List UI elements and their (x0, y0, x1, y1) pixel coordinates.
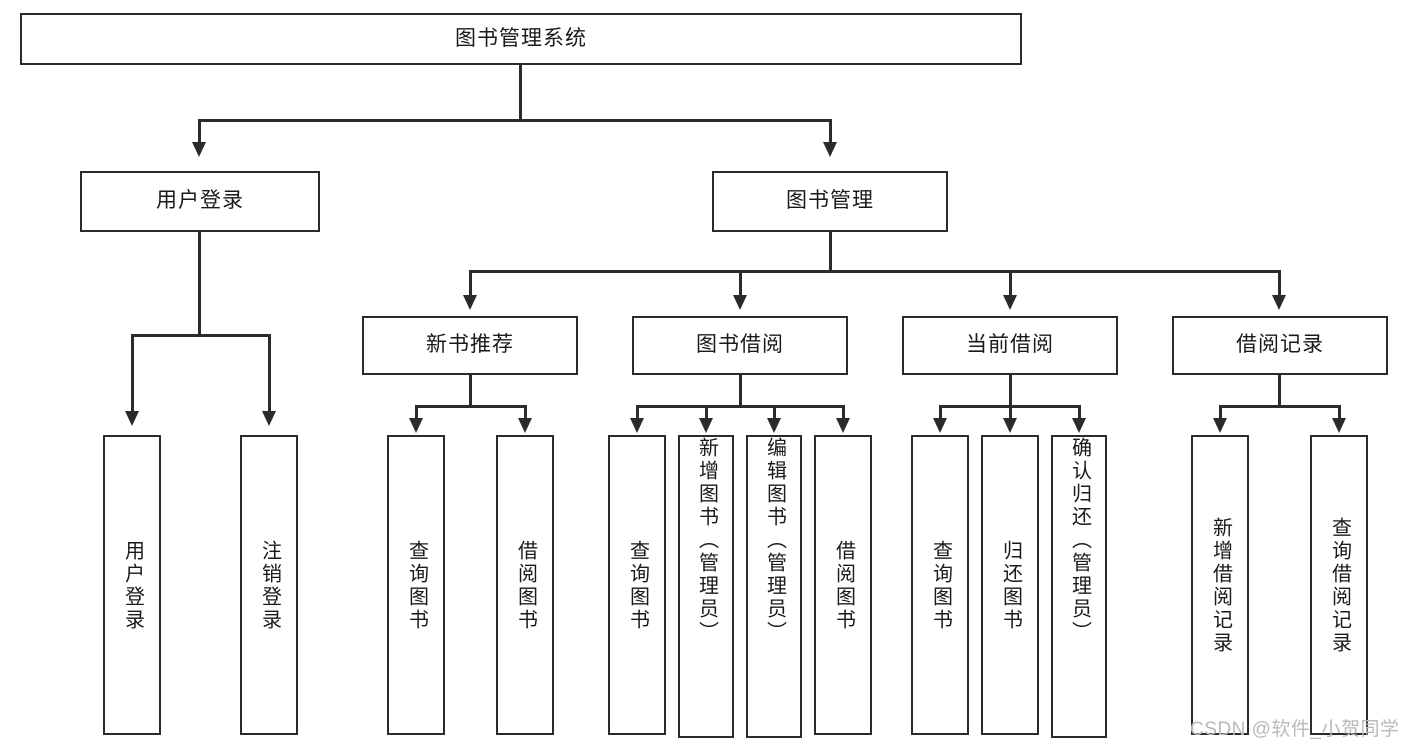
node-current-borrow[interactable]: 当前借阅 (902, 316, 1118, 375)
node-book-borrow[interactable]: 图书借阅 (632, 316, 848, 375)
arrowhead-to-leaf-edit-book (767, 418, 781, 433)
arrowhead-to-leaf-add-record (1213, 418, 1227, 433)
node-leaf-return-book[interactable]: 归还图书 (981, 435, 1039, 735)
connector-user-login-drop-2 (268, 334, 271, 413)
connector-borrow-record-stem (1278, 375, 1281, 407)
connector-current-borrow-drop-1 (939, 405, 942, 420)
node-book-borrow-label: 图书借阅 (696, 333, 784, 357)
arrowhead-to-leaf-add-book (699, 418, 713, 433)
node-leaf-query-book-2-label: 查询图书 (626, 540, 649, 632)
node-leaf-confirm-return[interactable]: 确认归还（管理员） (1051, 435, 1107, 738)
connector-root-bus (198, 119, 832, 122)
connector-borrow-record-bus (1219, 405, 1341, 408)
connector-book-borrow-bus (636, 405, 845, 408)
arrowhead-to-leaf-confirm-return (1072, 418, 1086, 433)
connector-new-book-bus (415, 405, 527, 408)
node-current-borrow-label: 当前借阅 (966, 333, 1054, 357)
connector-new-book-drop-2 (524, 405, 527, 420)
connector-book-manage-bus (469, 270, 1280, 273)
arrowhead-to-book-borrow (733, 295, 747, 310)
node-book-manage-label: 图书管理 (786, 189, 874, 213)
connector-user-login-drop-1 (131, 334, 134, 413)
node-leaf-query-book-2[interactable]: 查询图书 (608, 435, 666, 735)
connector-user-login-stem (198, 232, 201, 336)
node-leaf-add-record[interactable]: 新增借阅记录 (1191, 435, 1249, 735)
node-leaf-user-logout-label: 注销登录 (258, 540, 281, 632)
connector-root-drop-right (829, 119, 832, 144)
node-user-login-label: 用户登录 (156, 189, 244, 213)
connector-book-borrow-drop-1 (636, 405, 639, 420)
node-leaf-confirm-return-label: 确认归还（管理员） (1068, 437, 1091, 644)
arrowhead-to-book-manage (823, 142, 837, 157)
node-leaf-query-book-3-label: 查询图书 (929, 540, 952, 632)
arrowhead-to-leaf-query-book-1 (409, 418, 423, 433)
connector-current-borrow-drop-3 (1078, 405, 1081, 420)
connector-book-borrow-drop-4 (842, 405, 845, 420)
node-leaf-query-book-3[interactable]: 查询图书 (911, 435, 969, 735)
connector-book-borrow-stem (739, 375, 742, 407)
connector-book-manage-stem (829, 232, 832, 272)
connector-current-borrow-stem (1009, 375, 1012, 407)
connector-root-drop-left (198, 119, 201, 144)
arrowhead-to-new-book-recommend (463, 295, 477, 310)
node-leaf-add-record-label: 新增借阅记录 (1209, 517, 1232, 655)
arrowhead-to-leaf-user-login (125, 411, 139, 426)
node-new-book-recommend-label: 新书推荐 (426, 333, 514, 357)
arrowhead-to-leaf-user-logout (262, 411, 276, 426)
connector-new-book-stem (469, 375, 472, 407)
arrowhead-to-leaf-query-book-3 (933, 418, 947, 433)
arrowhead-to-leaf-borrow-book-1 (518, 418, 532, 433)
node-leaf-edit-book-label: 编辑图书（管理员） (763, 437, 786, 644)
node-leaf-borrow-book-2-label: 借阅图书 (832, 540, 855, 632)
node-new-book-recommend[interactable]: 新书推荐 (362, 316, 578, 375)
connector-new-book-drop-1 (415, 405, 418, 420)
node-borrow-record[interactable]: 借阅记录 (1172, 316, 1388, 375)
connector-book-borrow-drop-3 (773, 405, 776, 420)
node-leaf-borrow-book-1-label: 借阅图书 (514, 540, 537, 632)
arrowhead-to-user-login (192, 142, 206, 157)
connector-book-manage-drop-3 (1009, 270, 1012, 297)
connector-current-borrow-drop-2 (1009, 405, 1012, 420)
arrowhead-to-leaf-query-record (1332, 418, 1346, 433)
node-leaf-user-login-label: 用户登录 (121, 540, 144, 632)
arrowhead-to-leaf-borrow-book-2 (836, 418, 850, 433)
connector-borrow-record-drop-2 (1338, 405, 1341, 420)
node-root[interactable]: 图书管理系统 (20, 13, 1022, 65)
node-leaf-add-book[interactable]: 新增图书（管理员） (678, 435, 734, 738)
node-leaf-query-record[interactable]: 查询借阅记录 (1310, 435, 1368, 735)
node-leaf-user-login[interactable]: 用户登录 (103, 435, 161, 735)
node-leaf-add-book-label: 新增图书（管理员） (695, 437, 718, 644)
node-leaf-edit-book[interactable]: 编辑图书（管理员） (746, 435, 802, 738)
node-leaf-user-logout[interactable]: 注销登录 (240, 435, 298, 735)
node-leaf-query-record-label: 查询借阅记录 (1328, 517, 1351, 655)
connector-book-manage-drop-2 (739, 270, 742, 297)
arrowhead-to-borrow-record (1272, 295, 1286, 310)
node-leaf-query-book-1-label: 查询图书 (405, 540, 428, 632)
node-leaf-query-book-1[interactable]: 查询图书 (387, 435, 445, 735)
node-root-label: 图书管理系统 (455, 26, 587, 50)
arrowhead-to-leaf-query-book-2 (630, 418, 644, 433)
connector-book-borrow-drop-2 (705, 405, 708, 420)
connector-book-manage-drop-4 (1278, 270, 1281, 297)
connector-borrow-record-drop-1 (1219, 405, 1222, 420)
connector-root-stem (519, 65, 522, 121)
node-book-manage[interactable]: 图书管理 (712, 171, 948, 232)
watermark-text: CSDN @软件_小贺同学 (1190, 719, 1400, 740)
node-leaf-borrow-book-2[interactable]: 借阅图书 (814, 435, 872, 735)
node-borrow-record-label: 借阅记录 (1236, 333, 1324, 357)
arrowhead-to-current-borrow (1003, 295, 1017, 310)
node-leaf-borrow-book-1[interactable]: 借阅图书 (496, 435, 554, 735)
connector-book-manage-drop-1 (469, 270, 472, 297)
arrowhead-to-leaf-return-book (1003, 418, 1017, 433)
node-leaf-return-book-label: 归还图书 (999, 540, 1022, 632)
connector-user-login-bus (131, 334, 271, 337)
node-user-login[interactable]: 用户登录 (80, 171, 320, 232)
